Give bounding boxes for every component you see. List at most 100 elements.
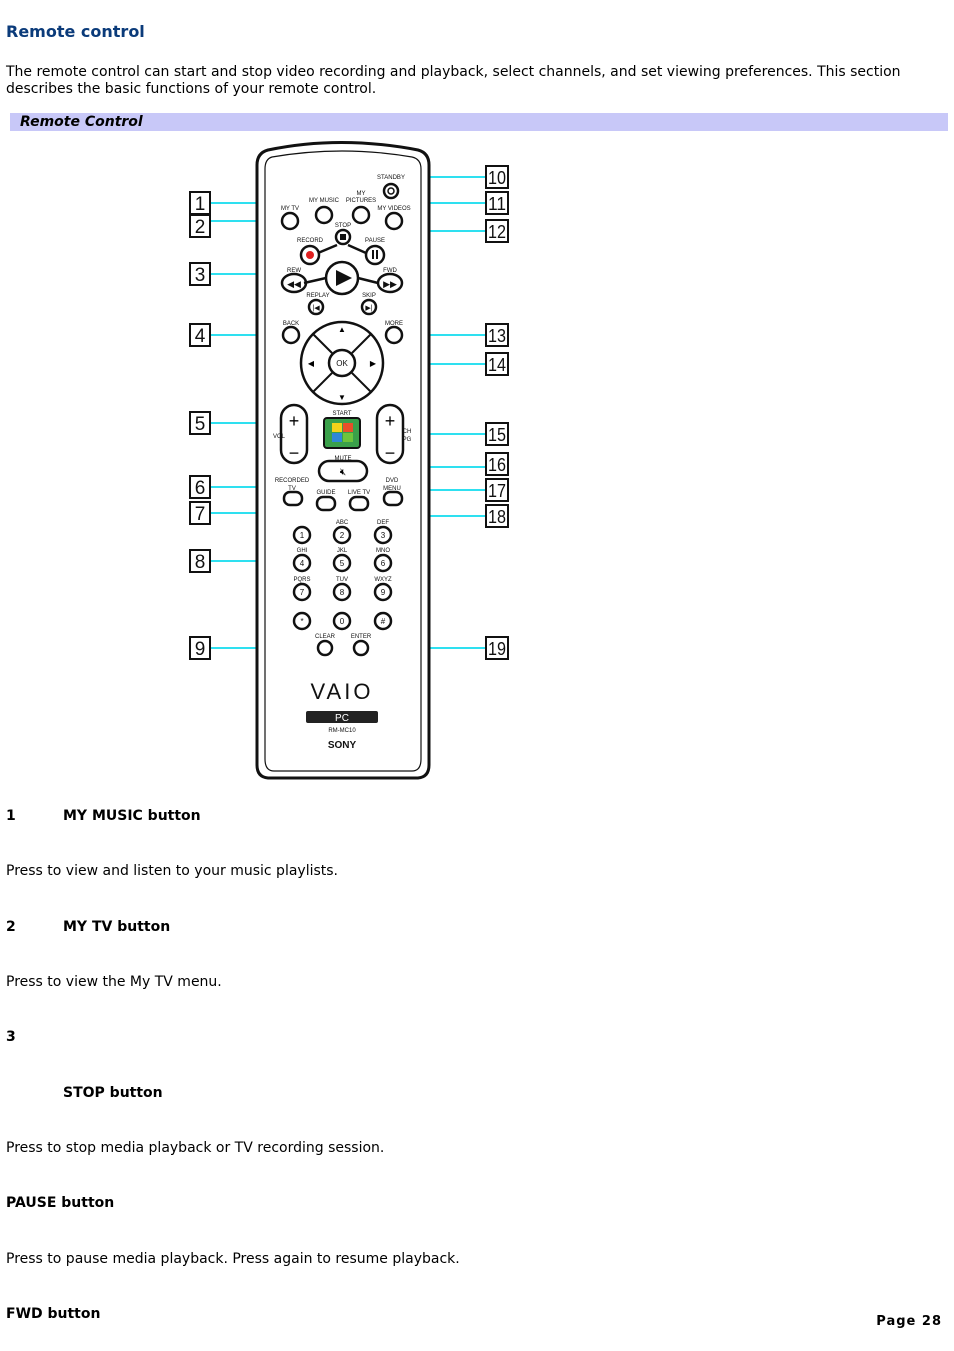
svg-text:◀: ◀ [308, 359, 315, 368]
callout-1: 1 [189, 191, 211, 215]
pg-label: PG [403, 437, 412, 443]
svg-text:18: 18 [488, 507, 506, 527]
more-button[interactable] [384, 325, 404, 345]
keypad-key-12[interactable]: # [373, 611, 393, 631]
svg-text:15: 15 [488, 425, 506, 445]
svg-text:11: 11 [488, 194, 506, 214]
volume-rocker[interactable] [279, 403, 309, 465]
entry-2-number: 2 [6, 919, 16, 935]
svg-text:▲: ▲ [338, 325, 346, 334]
start-label: START [332, 411, 351, 417]
mute-button[interactable] [317, 459, 369, 483]
keypad-letters: PQRS [293, 577, 310, 583]
ok-button[interactable] [327, 348, 357, 378]
keypad-key-7[interactable]: 7 PQRS [292, 577, 312, 602]
pause-button[interactable] [364, 244, 386, 266]
my-pictures-label-1: MY [357, 191, 366, 197]
keypad-key-10[interactable]: * [292, 611, 312, 631]
my-videos-label: MY VIDEOS [377, 206, 410, 212]
standby-button[interactable] [382, 182, 400, 200]
callout-10: 10 [485, 165, 509, 189]
entry-2-desc: Press to view the My TV menu. [6, 974, 222, 990]
rew-label: REW [287, 268, 301, 274]
figure-caption: Remote Control [20, 114, 143, 130]
callout-12: 12 [485, 219, 509, 243]
svg-text:8: 8 [195, 552, 206, 573]
recorded-tv-label: TV [288, 486, 296, 492]
ch-label: CH [403, 429, 412, 435]
keypad-digit: 3 [381, 531, 386, 540]
page-number: Page 28 [876, 1314, 942, 1329]
keypad-key-3[interactable]: 3 DEF [373, 520, 393, 545]
callout-4: 4 [189, 323, 211, 347]
svg-text:OK: OK [336, 359, 348, 368]
svg-text:+: + [385, 411, 396, 431]
keypad-digit: 6 [381, 559, 386, 568]
callout-7: 7 [189, 501, 211, 525]
my-pictures-button[interactable] [351, 205, 371, 225]
back-button[interactable] [281, 325, 301, 345]
svg-text:−: − [289, 443, 300, 463]
svg-text:10: 10 [488, 168, 506, 188]
svg-text:▶: ▶ [370, 359, 377, 368]
my-videos-button[interactable] [384, 211, 404, 231]
standby-label: STANDBY [377, 175, 405, 181]
entry-3-number: 3 [6, 1029, 16, 1045]
keypad-letters: DEF [377, 520, 389, 526]
svg-text:9: 9 [195, 639, 206, 660]
intro-paragraph: The remote control can start and stop vi… [6, 64, 901, 97]
my-music-button[interactable] [314, 205, 334, 225]
live-tv-button[interactable] [348, 495, 370, 512]
skip-button[interactable] [360, 298, 378, 316]
keypad-digit: 9 [381, 588, 386, 597]
my-pictures-label-2: PICTURES [346, 198, 376, 204]
keypad-key-1[interactable]: 1 [292, 525, 312, 545]
pause-button-heading: PAUSE button [6, 1195, 115, 1211]
mute-label: MUTE [335, 456, 352, 462]
keypad-digit: 8 [340, 588, 345, 597]
recorded-tv-button[interactable] [282, 490, 304, 507]
clear-label: CLEAR [315, 634, 336, 640]
fwd-label: FWD [383, 268, 397, 274]
keypad-key-11[interactable]: 0 [332, 611, 352, 631]
channel-rocker[interactable] [375, 403, 405, 465]
page-title: Remote control [6, 22, 145, 41]
vol-label: VOL [273, 434, 286, 440]
svg-text:▶▶: ▶▶ [383, 279, 397, 289]
dvd-label: DVD [386, 478, 399, 484]
guide-button[interactable] [315, 495, 337, 512]
svg-text:−: − [385, 443, 396, 463]
keypad-digit: 7 [300, 588, 305, 597]
svg-text:14: 14 [488, 355, 506, 375]
keypad-digit: 0 [340, 617, 345, 626]
replay-button[interactable] [307, 298, 325, 316]
my-tv-label: MY TV [281, 206, 299, 212]
skip-label: SKIP [362, 293, 376, 299]
fwd-button-heading: FWD button [6, 1306, 101, 1322]
callout-17: 17 [485, 478, 509, 502]
callout-9: 9 [189, 636, 211, 660]
keypad-digit: # [381, 617, 386, 626]
more-label: MORE [385, 321, 403, 327]
pause-button-desc: Press to pause media playback. Press aga… [6, 1251, 460, 1267]
callout-3: 3 [189, 262, 211, 286]
callout-18: 18 [485, 504, 509, 528]
my-tv-button[interactable] [280, 211, 300, 231]
callout-16: 16 [485, 452, 509, 476]
enter-button[interactable] [352, 639, 370, 657]
maker-logo: SONY [328, 740, 357, 751]
clear-button[interactable] [316, 639, 334, 657]
dvd-menu-button[interactable] [382, 490, 404, 507]
recorded-label: RECORDED [275, 478, 310, 484]
stop-label: STOP [335, 223, 351, 229]
